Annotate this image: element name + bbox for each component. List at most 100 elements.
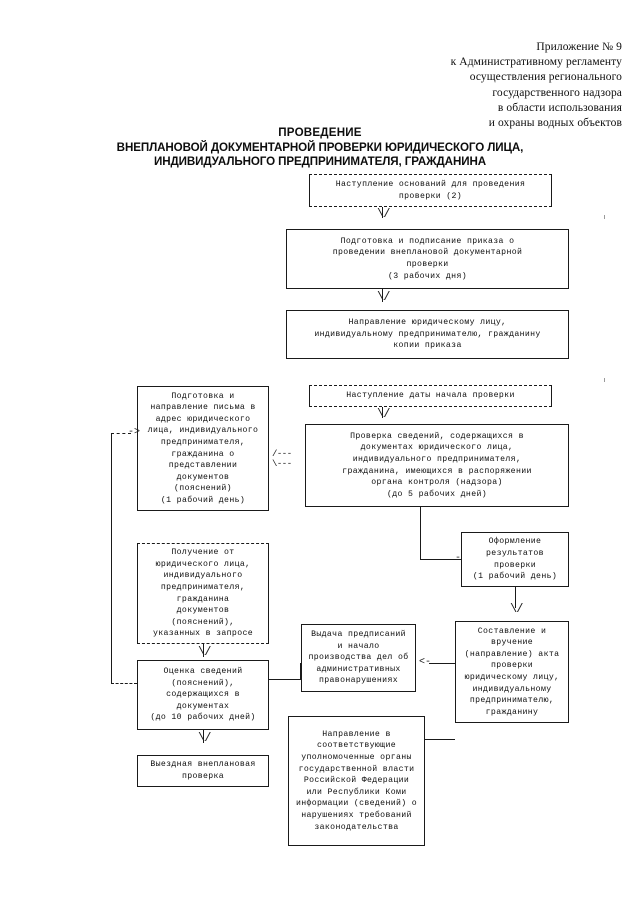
merge-top-glyph: /--- bbox=[272, 449, 292, 459]
node-line: документах юридического лица, bbox=[360, 443, 514, 453]
page-title: ПРОВЕДЕНИЕ ВНЕПЛАНОВОЙ ДОКУМЕНТАРНОЙ ПРО… bbox=[20, 126, 620, 170]
header-line-4: государственного надзора bbox=[492, 86, 622, 99]
header-line-2: к Административному регламенту bbox=[450, 56, 622, 69]
node-line: копии приказа bbox=[393, 341, 462, 351]
node-line: вручение bbox=[490, 638, 534, 648]
node-line: юридическому лицу, bbox=[464, 673, 560, 682]
node-line: проверка bbox=[181, 772, 225, 781]
node-line: направление письма в bbox=[150, 403, 256, 413]
title-line-3: ИНДИВИДУАЛЬНОГО ПРЕДПРИНИМАТЕЛЯ, ГРАЖДАН… bbox=[153, 155, 487, 169]
node-line: гражданина о bbox=[171, 449, 235, 459]
title-line-1: ПРОВЕДЕНИЕ bbox=[278, 126, 362, 139]
connector-loop-into-n5 bbox=[111, 433, 131, 434]
flow-node-send-order-copy: Направление юридическому лицу, индивидуа… bbox=[286, 310, 569, 359]
node-line: проверки bbox=[406, 260, 449, 269]
flow-node-notify-authorities: Направление в соответствующие уполномоче… bbox=[288, 716, 425, 846]
node-line: результатов bbox=[486, 548, 544, 558]
flow-node-onsite-inspection: Выездная внеплановая проверка bbox=[137, 755, 269, 787]
arrow-down-icon: \/ bbox=[377, 207, 390, 221]
node-line: (пояснений), bbox=[171, 678, 235, 688]
node-line: предпринимателю, bbox=[469, 696, 555, 706]
node-line: (пояснений) bbox=[174, 484, 232, 494]
node-line: индивидуальному bbox=[472, 684, 552, 694]
flow-node-receive-documents: Получение от юридического лица, индивиду… bbox=[137, 543, 269, 644]
node-line: гражданина bbox=[176, 594, 230, 604]
flow-node-request-letter: Подготовка и направление письма в адрес … bbox=[137, 386, 269, 511]
node-line: Наступление даты начала проверки bbox=[346, 391, 515, 401]
arrow-down-icon: \/ bbox=[198, 645, 211, 659]
node-line: производства дел об bbox=[308, 653, 409, 663]
node-line: Направление в bbox=[322, 729, 391, 739]
node-line: законодательства bbox=[314, 822, 399, 832]
connector-n10-to-n9 bbox=[429, 663, 455, 664]
connector-n8-n10 bbox=[515, 587, 516, 608]
node-line: (до 5 рабочих дней) bbox=[386, 489, 487, 499]
merge-marker-lower: \--- bbox=[272, 460, 292, 469]
node-line: индивидуальному предпринимателю, граждан… bbox=[314, 329, 541, 339]
arrow-left-icon: <- bbox=[419, 657, 432, 668]
connector-n4-n6 bbox=[382, 407, 383, 418]
node-line: Подготовка и подписание приказа о bbox=[340, 236, 515, 246]
node-line: административных bbox=[316, 664, 401, 674]
node-line: органа контроля (надзора) bbox=[371, 478, 503, 488]
arrow-down-icon: \/ bbox=[377, 290, 390, 304]
node-line: адрес юридического bbox=[155, 414, 251, 424]
arrow-right-icon: -> bbox=[128, 427, 141, 438]
node-line: уполномоченные органы bbox=[301, 753, 412, 763]
node-line: указанных в запросе bbox=[152, 629, 253, 639]
arrow-down-icon: \/ bbox=[198, 731, 211, 745]
arrow-down-icon: \/ bbox=[510, 602, 523, 616]
connector-n6-down bbox=[420, 507, 421, 559]
header-line-5: в области использования bbox=[497, 101, 622, 114]
node-line: Направление юридическому лицу, bbox=[348, 318, 507, 328]
connector-loop-vertical-left bbox=[111, 433, 112, 683]
flow-node-start-date-occurrence: Наступление даты начала проверки bbox=[309, 385, 552, 407]
node-line: соответствующие bbox=[317, 741, 396, 751]
node-line: представлении bbox=[168, 461, 238, 471]
header-line-1: Приложение № 9 bbox=[536, 41, 622, 53]
node-line: Составление и bbox=[477, 626, 547, 636]
node-line: нарушениях требований bbox=[301, 810, 412, 820]
node-line: документов bbox=[176, 472, 230, 482]
node-line: Выездная внеплановая bbox=[150, 760, 256, 770]
node-line: Оформление bbox=[488, 537, 542, 547]
scan-artifact bbox=[604, 215, 605, 219]
node-line: (3 рабочих дня) bbox=[388, 271, 467, 281]
node-line: предпринимателя, bbox=[160, 582, 246, 592]
scan-artifact bbox=[604, 378, 605, 382]
node-line: юридического лица, bbox=[155, 559, 251, 569]
node-line: Выдача предписаний bbox=[311, 630, 406, 640]
node-line: содержащихся в bbox=[166, 690, 240, 700]
flow-node-orders-and-proceedings: Выдача предписаний и начало производства… bbox=[301, 624, 416, 692]
connector-n6-to-n8 bbox=[420, 559, 461, 560]
node-line: (1 рабочий день) bbox=[472, 572, 558, 582]
node-line: Российской Федерации bbox=[303, 776, 410, 786]
connector-n2-n3 bbox=[382, 289, 383, 302]
appendix-header: Приложение № 9 к Административному регла… bbox=[300, 40, 622, 131]
node-line: документов bbox=[176, 606, 230, 616]
merge-marker: /--- bbox=[272, 450, 292, 459]
node-line: государственной власти bbox=[298, 764, 415, 774]
header-line-3: осуществления регионального bbox=[469, 71, 622, 84]
node-line: индивидуального предпринимателя, bbox=[352, 454, 522, 464]
node-line: гражданина, имеющихся в распоряжении bbox=[342, 466, 532, 476]
node-line: или Республики Коми bbox=[306, 787, 407, 797]
merge-bottom-glyph: \--- bbox=[272, 459, 292, 469]
arrow-down-icon: \/ bbox=[377, 407, 390, 421]
title-line-2: ВНЕПЛАНОВОЙ ДОКУМЕНТАРНОЙ ПРОВЕРКИ ЮРИДИ… bbox=[116, 140, 524, 154]
node-line: Получение от bbox=[171, 548, 235, 558]
node-line: информации (сведений) о bbox=[295, 799, 418, 809]
node-line: индивидуального bbox=[163, 571, 243, 581]
node-line: проверки (2) bbox=[398, 191, 463, 201]
node-line: проверки bbox=[493, 560, 537, 570]
connector-loop-bottom bbox=[111, 683, 137, 684]
flow-node-order-preparation: Подготовка и подписание приказа о провед… bbox=[286, 229, 569, 289]
node-line: Оценка сведений bbox=[163, 667, 243, 677]
node-line: Наступление оснований для проведения bbox=[335, 179, 526, 189]
node-line: предпринимателя, bbox=[160, 437, 246, 447]
flow-node-act-delivery: Составление и вручение (направление) акт… bbox=[455, 621, 569, 723]
node-line: лица, индивидуального bbox=[147, 426, 259, 436]
connector-n1-n2 bbox=[382, 207, 383, 218]
node-line: (1 рабочий день) bbox=[160, 495, 246, 505]
